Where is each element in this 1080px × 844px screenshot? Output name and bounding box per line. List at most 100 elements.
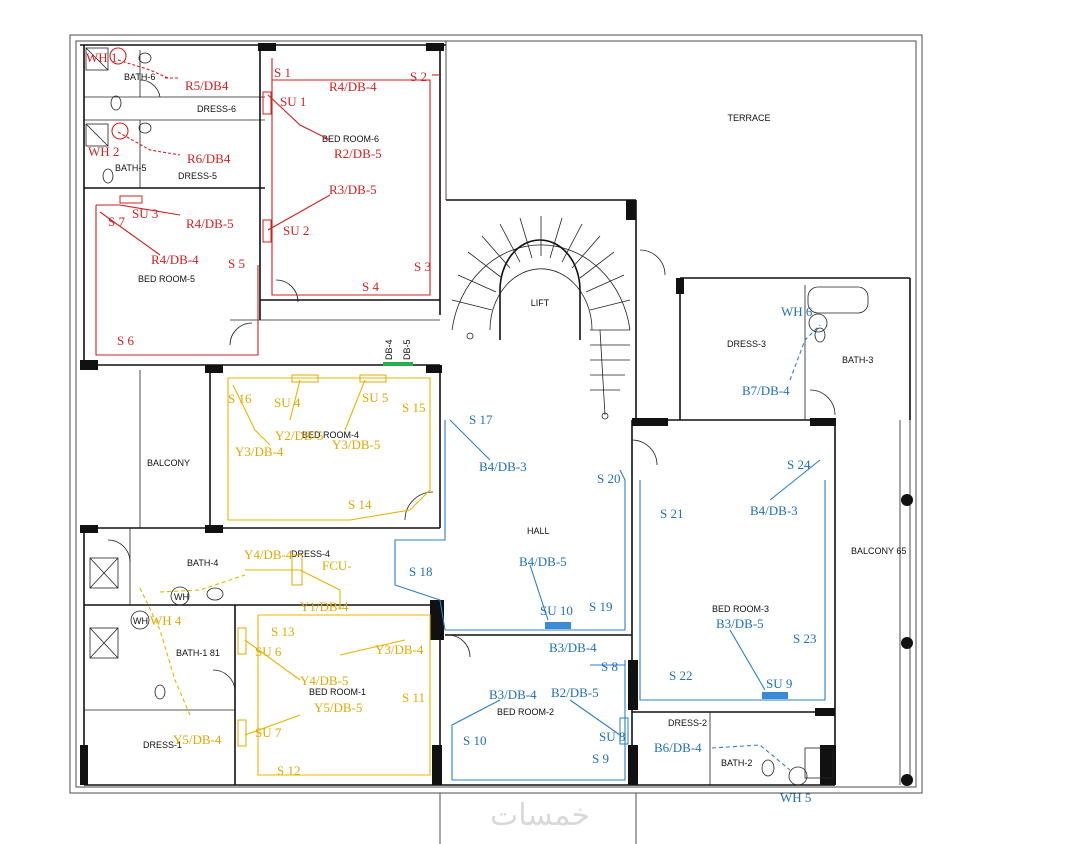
shower-icon <box>804 747 834 779</box>
label-s2: S 2 <box>410 69 427 84</box>
label-s3: S 3 <box>414 259 431 274</box>
label-su2: SU 2 <box>283 223 309 238</box>
label-s12: S 12 <box>277 763 300 778</box>
label-wh5: WH 5 <box>780 790 811 805</box>
label-b3-db5: B3/DB-5 <box>716 616 764 631</box>
label-r2-db5: R2/DB-5 <box>334 146 382 161</box>
label-b3-db4-top: B3/DB-4 <box>549 640 597 655</box>
label-wh-2: WH 2 <box>88 144 119 159</box>
room-label-bed-room-6: BED ROOM-6 <box>322 134 379 144</box>
label-r5-db4: R5/DB4 <box>185 78 229 93</box>
label-s4: S 4 <box>362 279 379 294</box>
toilet-icon <box>154 684 166 700</box>
label-su9: SU 9 <box>766 676 792 691</box>
room-label-dress-3: DRESS-3 <box>727 339 766 349</box>
distribution-boards: DB-4 DB-5 <box>383 339 413 366</box>
label-su5: SU 5 <box>362 390 388 405</box>
label-r6-db4: R6/DB4 <box>187 151 231 166</box>
room-label-bed-room-3: BED ROOM-3 <box>712 604 769 614</box>
shower-icon <box>89 557 119 589</box>
label-wh6: WH 6 <box>781 304 813 319</box>
label-y5-db4: Y5/DB-4 <box>173 732 222 747</box>
blue-circuit-labels: WH 6 B7/DB-4 S 17 B4/DB-3 S 18 B4/DB-5 S… <box>409 304 816 805</box>
room-label-dress-4: DRESS-4 <box>291 549 330 559</box>
toilet-icon <box>761 759 775 777</box>
room-label-terrace: TERRACE <box>727 113 770 123</box>
room-label-bath-6: BATH-6 <box>124 72 155 82</box>
shower-icon <box>85 123 109 147</box>
label-s21: S 21 <box>660 506 683 521</box>
label-r3-db5: R3/DB-5 <box>329 182 377 197</box>
shower-icon <box>85 47 109 71</box>
room-label-balcony-left: BALCONY <box>147 458 190 468</box>
label-y3-db5: Y3/DB-5 <box>332 437 380 452</box>
walls <box>80 44 911 786</box>
room-label-hall: HALL <box>527 526 550 536</box>
washbasin-icon <box>138 52 152 64</box>
label-su6: SU 6 <box>255 644 282 659</box>
label-y3-db4: Y3/DB-4 <box>375 642 424 657</box>
room-label-bath-1: BATH-1 81 <box>176 648 220 658</box>
label-s8: S 8 <box>601 659 618 674</box>
label-y3-db4-top: Y3/DB-4 <box>235 444 284 459</box>
label-su8: SU 8 <box>599 729 625 744</box>
room-label-lift: LIFT <box>531 298 550 308</box>
label-b3-db4: B3/DB-4 <box>489 687 537 702</box>
label-fcu: FCU- <box>322 558 352 573</box>
blue-circuit-wiring <box>394 313 828 786</box>
room-label-bath-4: BATH-4 <box>187 558 218 568</box>
room-label-bed-room-5: BED ROOM-5 <box>138 274 195 284</box>
label-s10: S 10 <box>463 733 486 748</box>
room-label-bed-room-2: BED ROOM-2 <box>497 707 554 717</box>
room-labels: TERRACE BATH-6 DRESS-6 BATH-5 DRESS-5 BE… <box>115 72 906 768</box>
room-label-bath-3: BATH-3 <box>842 355 873 365</box>
label-s20: S 20 <box>597 471 620 486</box>
red-circuit-labels: WH 1 WH 2 R5/DB4 R6/DB4 S 1 S 2 R4/DB-4 … <box>86 50 431 348</box>
yellow-circuit-labels: S 16 SU 4 SU 5 S 15 Y3/DB-4 Y2/DB-5 Y3/D… <box>150 390 425 778</box>
label-s13: S 13 <box>271 624 294 639</box>
label-s15: S 15 <box>402 400 425 415</box>
panel-db-4: DB-4 <box>384 339 394 360</box>
label-s9: S 9 <box>592 751 609 766</box>
label-y4-db5: Y4/DB-5 <box>300 673 348 688</box>
room-label-dress-5: DRESS-5 <box>178 171 217 181</box>
label-s16: S 16 <box>228 391 252 406</box>
label-b2-db5: B2/DB-5 <box>551 685 599 700</box>
room-label-bath-2: BATH-2 <box>721 758 752 768</box>
water-heater-icon: WH WH <box>133 592 189 626</box>
label-s17: S 17 <box>469 412 493 427</box>
yellow-circuit-wiring <box>130 374 431 776</box>
label-b4-db3-left: B4/DB-3 <box>479 459 527 474</box>
shower-icon <box>89 627 119 659</box>
room-label-balcony-right: BALCONY 65 <box>851 546 906 556</box>
red-circuit-wiring <box>95 47 440 356</box>
label-su3: SU 3 <box>132 206 158 221</box>
room-label-dress-1: DRESS-1 <box>143 740 182 750</box>
structural-columns <box>80 43 913 786</box>
wh-tag: WH <box>133 616 148 626</box>
room-label-bath-5: BATH-5 <box>115 163 146 173</box>
label-s6: S 6 <box>117 333 134 348</box>
label-su7: SU 7 <box>255 725 282 740</box>
label-s19: S 19 <box>589 599 612 614</box>
door-swing-icon <box>107 79 836 691</box>
label-r4-db4-top: R4/DB-4 <box>329 79 377 94</box>
label-b4-db3-right: B4/DB-3 <box>750 503 798 518</box>
toilet-icon <box>102 168 114 184</box>
washbasin-icon <box>138 122 152 134</box>
watermark-logo: خمسات <box>490 798 590 833</box>
label-r4-db4: R4/DB-4 <box>151 252 199 267</box>
building-outline <box>69 34 923 844</box>
room-label-dress-6: DRESS-6 <box>197 104 236 114</box>
toilet-icon <box>814 327 826 343</box>
room-label-dress-2: DRESS-2 <box>668 718 707 728</box>
label-y4-db4-top: Y4/DB-4 <box>244 547 293 562</box>
label-s18: S 18 <box>409 564 432 579</box>
room-label-bed-room-1: BED ROOM-1 <box>309 687 366 697</box>
label-su10: SU 10 <box>540 603 573 618</box>
washbasin-icon <box>206 587 224 601</box>
label-y5-db5: Y5/DB-5 <box>314 700 362 715</box>
label-s1: S 1 <box>274 65 291 80</box>
label-s5: S 5 <box>228 256 245 271</box>
